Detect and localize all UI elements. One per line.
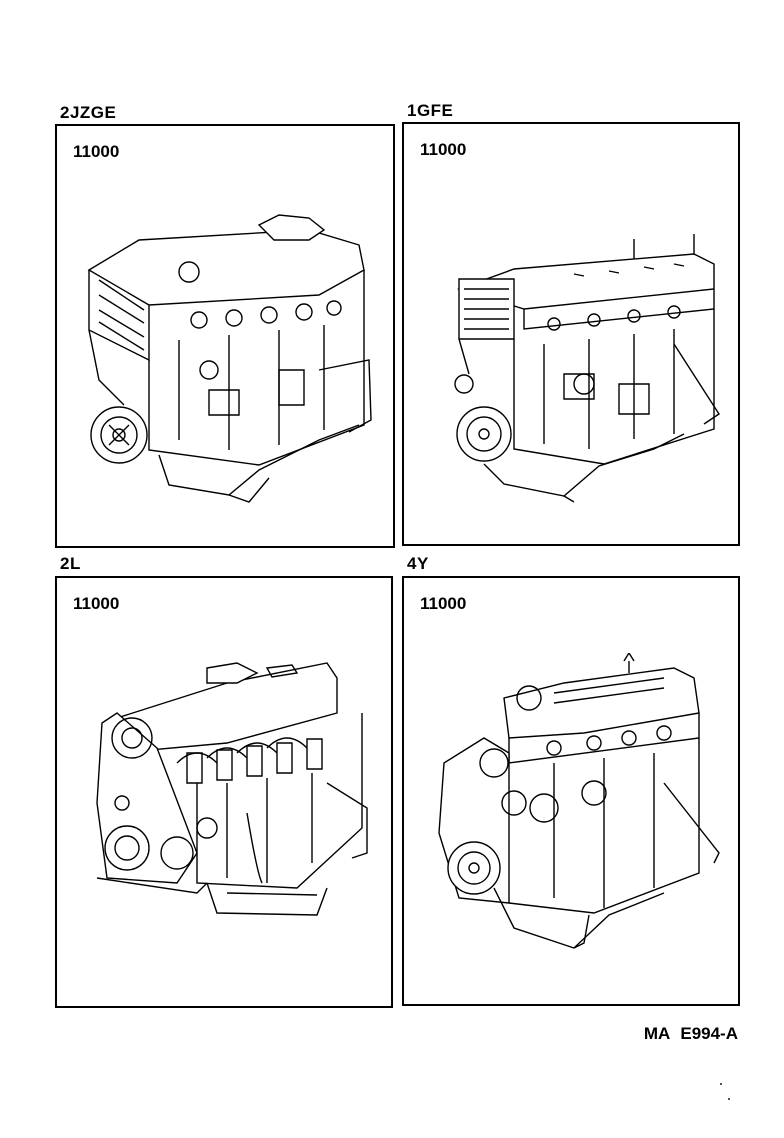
panel-4y: 11000: [402, 576, 740, 1006]
scan-speck: [720, 1083, 722, 1085]
panel-1gfe: 11000: [402, 122, 740, 546]
engine-2l-illustration: [77, 653, 377, 953]
reference-code: MA E994-A: [643, 1024, 738, 1043]
engine-label-1gfe: 1GFE: [407, 101, 454, 120]
engine-label-2l: 2L: [60, 554, 81, 573]
panel-2jzge: 11000: [55, 124, 395, 548]
engine-1gfe-illustration: [424, 234, 724, 504]
part-number: 11000: [73, 594, 120, 613]
panel-2l: 11000: [55, 576, 393, 1008]
part-number: 11000: [420, 594, 467, 613]
scan-speck: [728, 1098, 730, 1100]
engine-4y-illustration: [434, 653, 724, 953]
part-number: 11000: [420, 140, 467, 159]
part-number: 11000: [73, 142, 120, 161]
engine-label-2jzge: 2JZGE: [60, 103, 117, 122]
engine-2jzge-illustration: [79, 210, 379, 510]
engine-label-4y: 4Y: [407, 554, 429, 573]
